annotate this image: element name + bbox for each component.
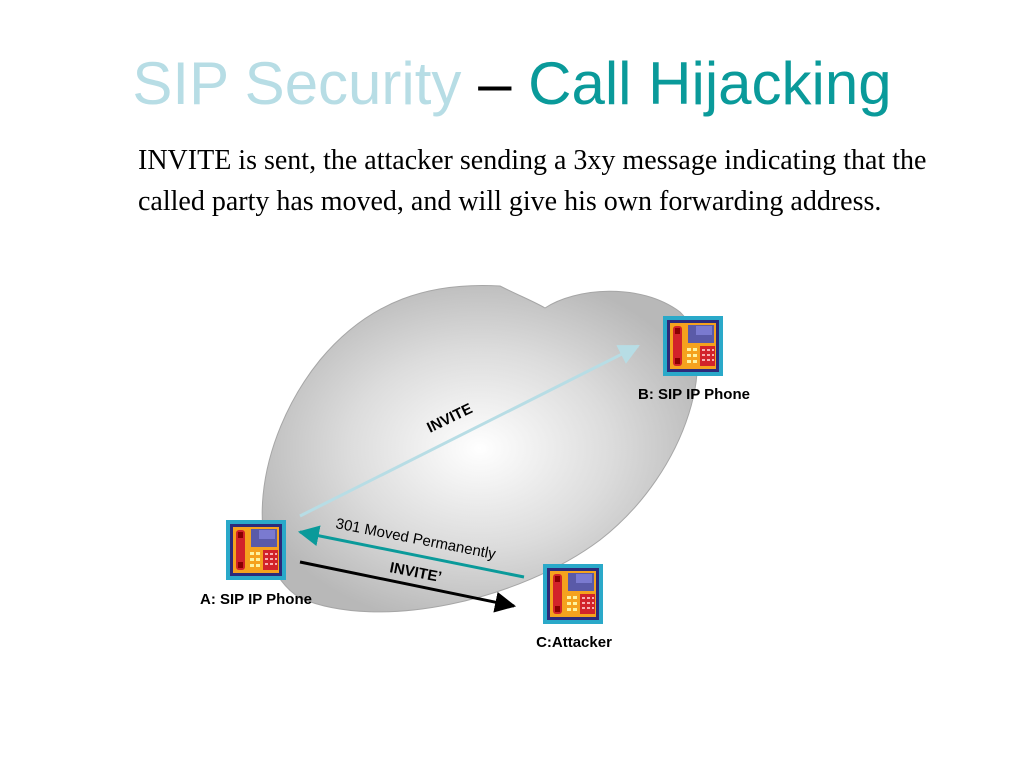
attacker-label: C:Attacker (536, 634, 612, 651)
ip-phone-icon (543, 564, 603, 624)
moved-permanently-arrow (297, 525, 525, 579)
title-part-call-hijacking: Call Hijacking (528, 50, 892, 117)
body-text: INVITE is sent, the attacker sending a 3… (138, 145, 927, 217)
phone-b-label: B: SIP IP Phone (638, 386, 750, 403)
invite-arrow (299, 344, 640, 518)
invite-prime-arrow (299, 560, 517, 613)
ip-phone-icon (226, 520, 286, 580)
phone-b-node: B: SIP IP Phone (638, 316, 750, 403)
ip-phone-icon (663, 316, 723, 376)
phone-a-node: A: SIP IP Phone (200, 520, 312, 608)
attacker-node: C:Attacker (536, 564, 612, 651)
title-dash: – (478, 50, 512, 117)
title-part-sip-security: SIP Security (132, 50, 462, 117)
phone-a-label: A: SIP IP Phone (200, 591, 312, 608)
network-cloud (261, 284, 698, 613)
slide-title: SIP Security – Call Hijacking (0, 48, 1024, 120)
